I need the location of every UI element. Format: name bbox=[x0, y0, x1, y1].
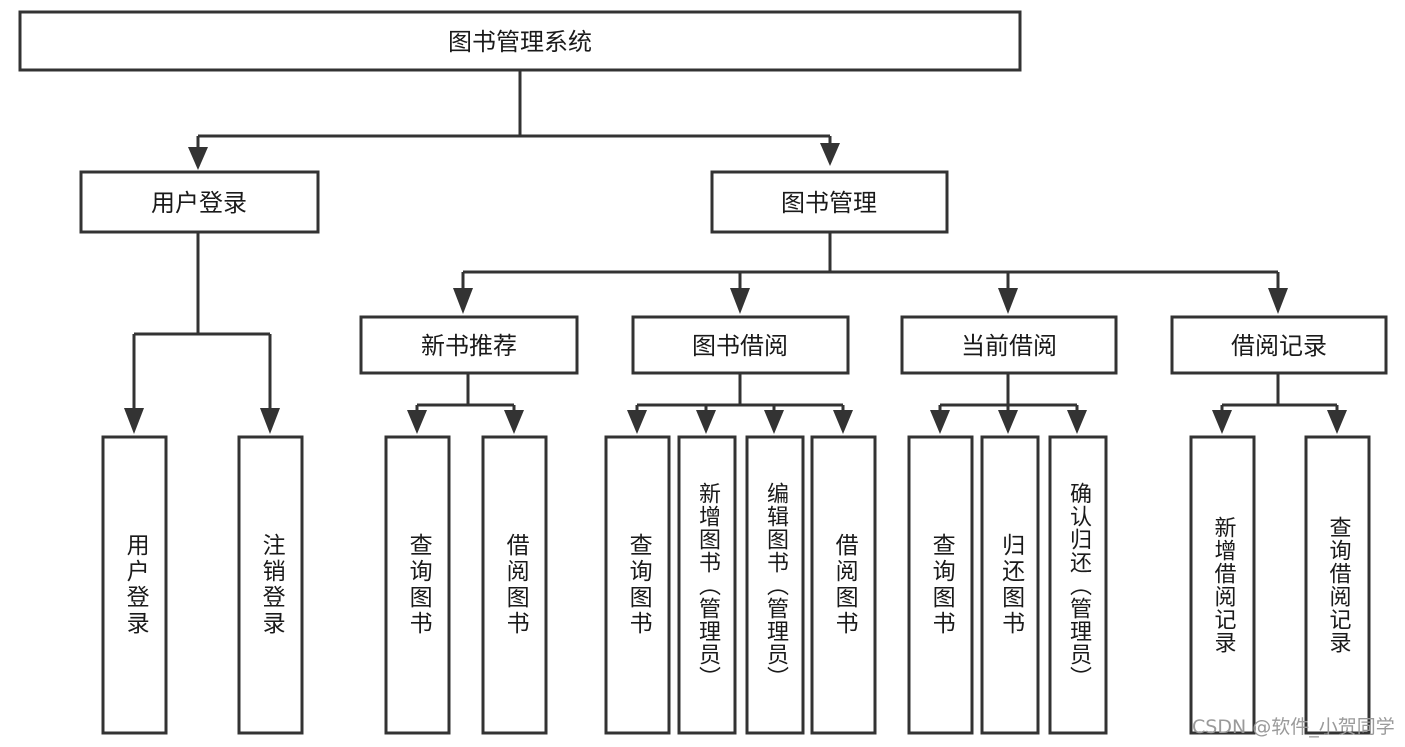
arrow-head-leaf-user-login bbox=[124, 408, 144, 434]
arrow-head-bookmgmt bbox=[820, 143, 840, 166]
arrow-head-leaf-query-book-3 bbox=[930, 410, 950, 434]
node-box-leaf-query-book-3[interactable] bbox=[907, 435, 974, 735]
node-box-leaf-confirm-return[interactable] bbox=[1048, 435, 1108, 735]
label-leaf-user-login: 用户登录 bbox=[122, 533, 149, 637]
node-box-leaf-borrow-book-1[interactable] bbox=[481, 435, 548, 735]
label-leaf-confirm-return: 确认归还（管理员） bbox=[1065, 481, 1091, 689]
arrow-head-leaf-edit-book bbox=[764, 410, 784, 434]
label-title: 图书管理系统 bbox=[448, 28, 592, 56]
node-box-leaf-query-record[interactable] bbox=[1304, 435, 1371, 735]
label-borrow-record: 借阅记录 bbox=[1231, 332, 1327, 360]
node-box-user-login[interactable] bbox=[79, 170, 320, 234]
label-leaf-query-book-3: 查询图书 bbox=[928, 533, 955, 637]
label-leaf-edit-book: 编辑图书（管理员） bbox=[762, 481, 788, 689]
label-leaf-add-book: 新增图书（管理员） bbox=[694, 481, 720, 689]
node-box-book-management[interactable] bbox=[710, 170, 949, 234]
node-box-title[interactable] bbox=[18, 10, 1022, 72]
node-box-leaf-return-book[interactable] bbox=[980, 435, 1040, 735]
arrow-head-leaf-logout-login bbox=[260, 408, 280, 434]
label-leaf-query-record: 查询借阅记录 bbox=[1325, 516, 1351, 654]
arrow-head-userlogin bbox=[188, 147, 208, 170]
node-box-leaf-borrow-book-2[interactable] bbox=[810, 435, 877, 735]
arrow-head-leaf-return-book bbox=[998, 410, 1018, 434]
arrow-head-leaf-add-book bbox=[696, 410, 716, 434]
arrow-head-leaf-confirm-return bbox=[1067, 410, 1087, 434]
label-book-borrow: 图书借阅 bbox=[692, 332, 788, 360]
node-box-borrow-record[interactable] bbox=[1170, 315, 1388, 375]
arrow-head-leaf-query-book-1 bbox=[407, 410, 427, 434]
arrow-head-new-book-recommend bbox=[453, 288, 473, 314]
label-leaf-query-book-2: 查询图书 bbox=[625, 533, 652, 637]
node-box-leaf-logout-login[interactable] bbox=[237, 435, 304, 735]
arrow-head-leaf-borrow-book-1 bbox=[504, 410, 524, 434]
label-user-login: 用户登录 bbox=[151, 189, 247, 217]
horizontal-label-layer: 图书管理系统 用户登录 图书管理 新书推荐 图书借阅 当前借阅 借阅记录 bbox=[151, 28, 1327, 360]
label-book-management: 图书管理 bbox=[781, 189, 877, 217]
node-box-leaf-add-record[interactable] bbox=[1189, 435, 1256, 735]
label-leaf-borrow-book-1: 借阅图书 bbox=[502, 533, 529, 637]
node-box-new-book-recommend[interactable] bbox=[359, 315, 579, 375]
arrow-head-leaf-borrow-book-2 bbox=[833, 410, 853, 434]
arrow-head-book-borrow bbox=[730, 288, 750, 314]
label-leaf-add-record: 新增借阅记录 bbox=[1210, 516, 1236, 654]
label-leaf-borrow-book-2: 借阅图书 bbox=[831, 533, 858, 637]
label-current-borrow: 当前借阅 bbox=[961, 332, 1057, 360]
node-box-leaf-add-book[interactable] bbox=[677, 435, 737, 735]
node-box-layer bbox=[18, 10, 1388, 735]
arrow-head-leaf-add-record bbox=[1212, 410, 1232, 434]
node-box-leaf-edit-book[interactable] bbox=[745, 435, 805, 735]
node-box-current-borrow[interactable] bbox=[900, 315, 1118, 375]
node-box-leaf-query-book-1[interactable] bbox=[384, 435, 451, 735]
watermark-text: CSDN @软件_小贺同学 bbox=[1192, 716, 1395, 738]
arrow-head-current-borrow bbox=[998, 288, 1018, 314]
label-leaf-query-book-1: 查询图书 bbox=[405, 533, 432, 637]
connector-layer bbox=[124, 70, 1347, 434]
node-box-book-borrow[interactable] bbox=[631, 315, 850, 375]
node-box-leaf-user-login[interactable] bbox=[101, 435, 168, 735]
arrow-head-leaf-query-record bbox=[1327, 410, 1347, 434]
label-new-book-recommend: 新书推荐 bbox=[421, 332, 517, 360]
label-leaf-return-book: 归还图书 bbox=[997, 533, 1024, 637]
label-leaf-logout-login: 注销登录 bbox=[258, 533, 285, 637]
node-box-leaf-query-book-2[interactable] bbox=[604, 435, 671, 735]
arrow-head-borrow-record bbox=[1268, 288, 1288, 314]
arrow-head-leaf-query-book-2 bbox=[627, 410, 647, 434]
